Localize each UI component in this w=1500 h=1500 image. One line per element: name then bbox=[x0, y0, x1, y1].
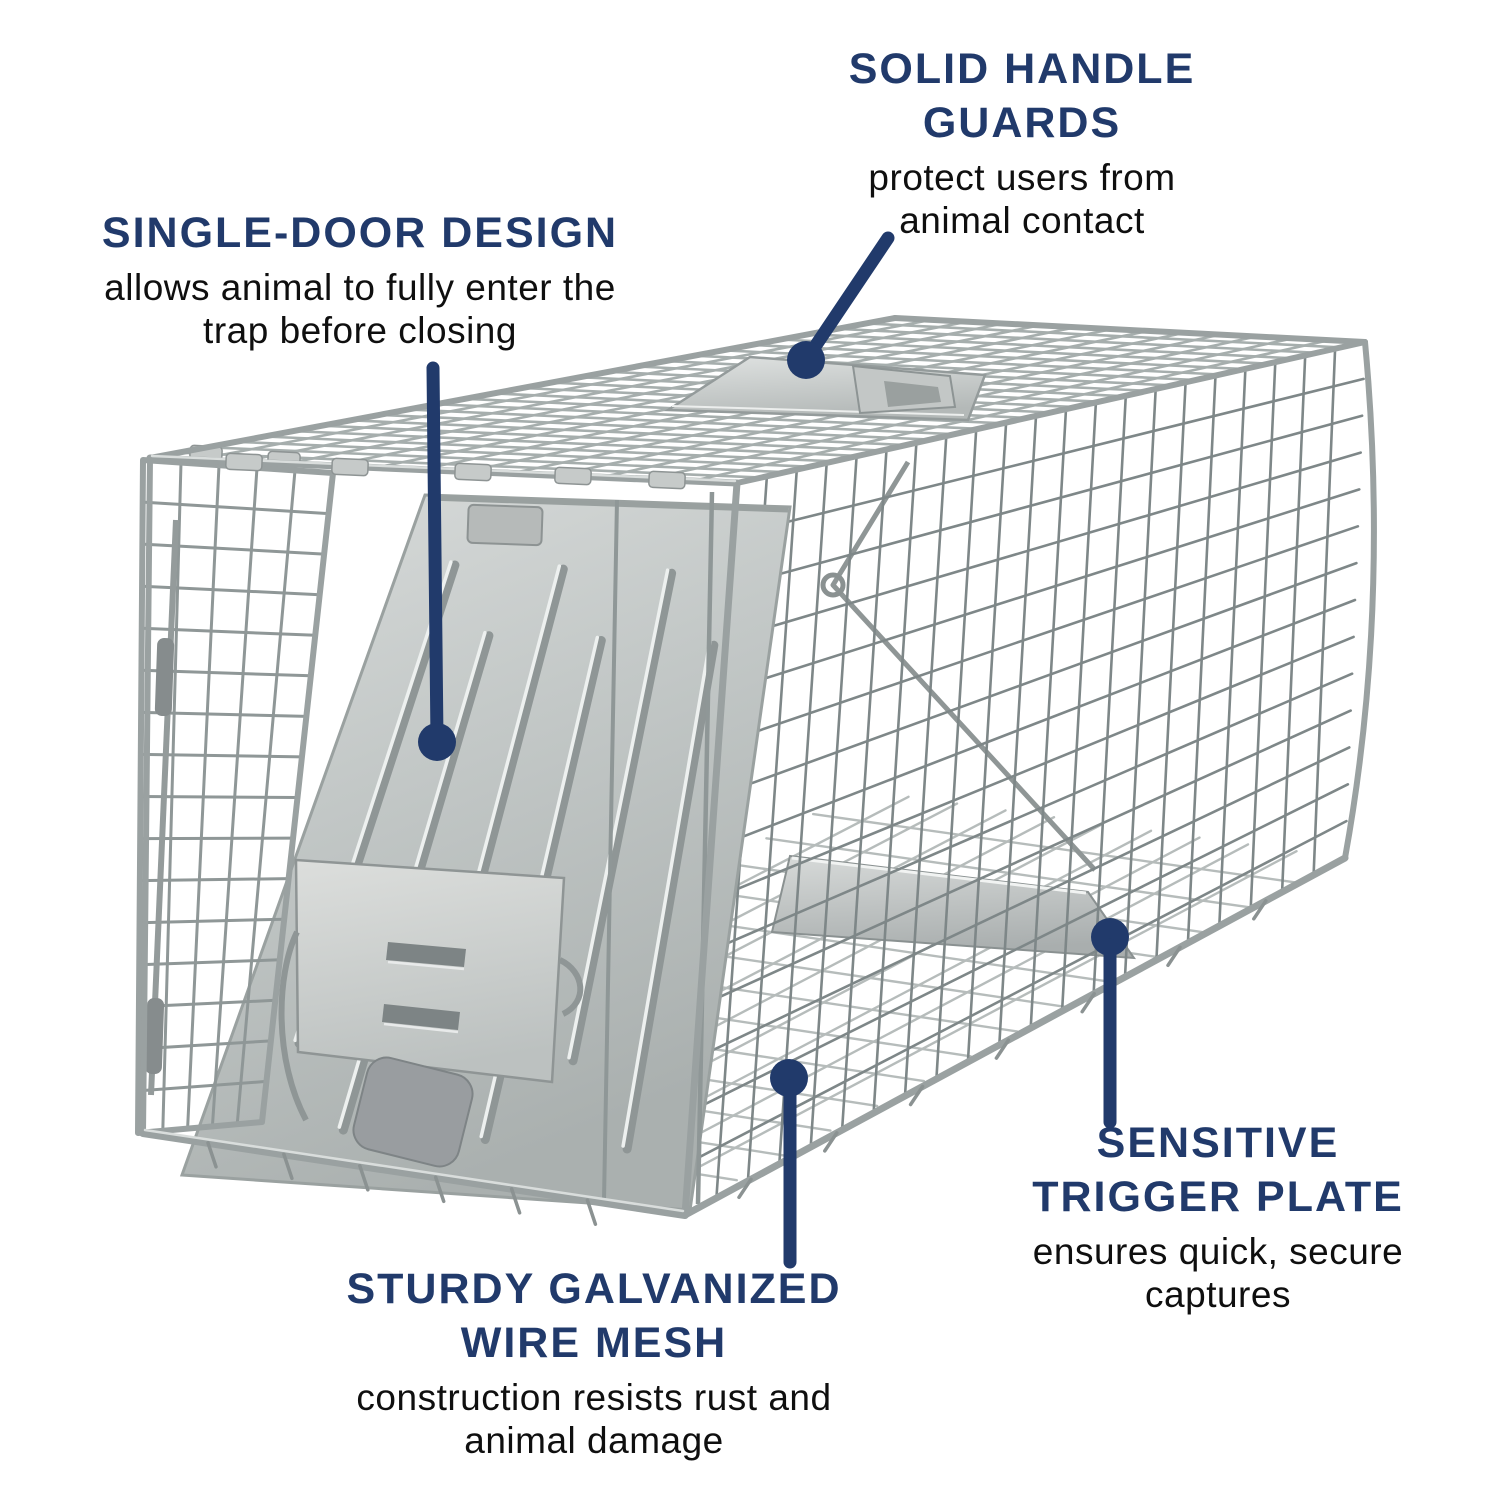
callout-title-line: SINGLE-DOOR DESIGN bbox=[101, 209, 619, 257]
callout-title-line: STURDY GALVANIZED bbox=[346, 1265, 842, 1313]
callout-desc-line: captures bbox=[1145, 1274, 1291, 1315]
callout-title: STURDY GALVANIZED WIRE MESH bbox=[346, 1262, 841, 1370]
callout-solid-handle-guards: SOLID HANDLE GUARDS protect users from a… bbox=[849, 42, 1196, 242]
callout-desc-line: trap before closing bbox=[203, 310, 517, 351]
callout-description: allows animal to fully enter the trap be… bbox=[102, 266, 618, 352]
front-door-panel-frame bbox=[135, 444, 336, 1136]
front-door-plate bbox=[179, 491, 792, 1212]
callout-title: SENSITIVE TRIGGER PLATE bbox=[1032, 1116, 1404, 1224]
callout-leaders bbox=[418, 231, 1129, 1269]
door-guide-rod bbox=[695, 491, 715, 1205]
callout-single-door-design: SINGLE-DOOR DESIGN allows animal to full… bbox=[102, 206, 618, 352]
plate-slot bbox=[386, 942, 466, 967]
callout-sturdy-wire-mesh: STURDY GALVANIZED WIRE MESH construction… bbox=[346, 1262, 841, 1462]
callout-desc-line: ensures quick, secure bbox=[1032, 1231, 1404, 1272]
leader-dot-single-door-design bbox=[418, 723, 456, 761]
door-lock-latch bbox=[466, 503, 544, 547]
wire-hook bbox=[278, 930, 309, 1122]
leader-line-single-door-design bbox=[426, 361, 444, 747]
callout-title-line: WIRE MESH bbox=[460, 1319, 728, 1367]
rod-grip bbox=[154, 637, 175, 717]
callout-title-line: GUARDS bbox=[922, 99, 1122, 147]
handle-slot bbox=[884, 381, 941, 407]
callout-desc-line: construction resists rust and bbox=[356, 1377, 832, 1418]
callout-desc-line: allows animal to fully enter the bbox=[104, 267, 616, 308]
callout-desc-line: protect users from bbox=[868, 157, 1176, 198]
callout-description: ensures quick, secure captures bbox=[1032, 1230, 1404, 1316]
frame-clamps bbox=[225, 452, 686, 490]
callout-description: protect users from animal contact bbox=[849, 156, 1196, 242]
wire-stubs bbox=[206, 899, 1268, 1226]
rod-grip bbox=[144, 997, 165, 1075]
wire-hook bbox=[558, 957, 584, 1017]
callout-title-line: SENSITIVE bbox=[1096, 1119, 1340, 1167]
callout-desc-line: animal damage bbox=[464, 1420, 724, 1461]
callout-desc-line: animal contact bbox=[899, 200, 1145, 241]
door-lower-plate bbox=[294, 858, 566, 1084]
plate-slot bbox=[382, 1004, 460, 1030]
leader-dot-sturdy-wire-mesh bbox=[770, 1059, 808, 1097]
callout-title: SINGLE-DOOR DESIGN bbox=[102, 206, 618, 260]
door-roller bbox=[352, 1056, 474, 1168]
callout-title-line: SOLID HANDLE bbox=[848, 45, 1196, 93]
callout-title-line: TRIGGER PLATE bbox=[1032, 1173, 1404, 1221]
door-guide-rod bbox=[602, 499, 619, 1201]
wire-mesh-right-side bbox=[687, 347, 1365, 1200]
callout-sensitive-trigger-plate: SENSITIVE TRIGGER PLATE ensures quick, s… bbox=[1032, 1116, 1404, 1316]
leader-dot-sensitive-trigger-plate bbox=[1091, 918, 1129, 956]
handle-guard-plate bbox=[663, 355, 987, 422]
callout-description: construction resists rust and animal dam… bbox=[346, 1376, 841, 1462]
leader-dot-solid-handle-guards bbox=[787, 341, 825, 379]
callout-title: SOLID HANDLE GUARDS bbox=[849, 42, 1196, 150]
leader-line-solid-handle-guards bbox=[799, 231, 895, 367]
cage-frame-edges bbox=[139, 315, 1377, 1219]
